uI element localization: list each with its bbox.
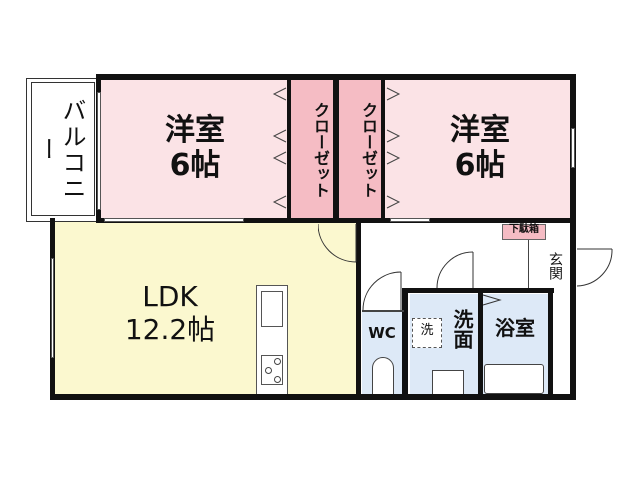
closet-east: [338, 78, 382, 222]
ldk: [54, 222, 358, 396]
toilet-fixture: [372, 357, 394, 395]
utility-space: [552, 294, 572, 396]
closet-west: [290, 78, 334, 222]
wall-ldk-east: [356, 222, 361, 398]
kitchen-sink: [261, 291, 283, 327]
sliding-door-bedroom-west[interactable]: [104, 218, 244, 222]
bedroom-east: [384, 78, 572, 222]
burner-icon: [265, 367, 272, 374]
wall-east: [570, 74, 576, 400]
wall-closet-divider: [333, 74, 339, 222]
closet-east-label: クローゼット: [359, 102, 378, 198]
wall-wet-north: [404, 288, 554, 293]
wall-closet-east-right: [381, 74, 385, 222]
closet-west-label: クローゼット: [311, 102, 330, 198]
door-wc[interactable]: [362, 270, 404, 312]
bedroom-east-size: 6帖: [454, 148, 506, 183]
bedroom-west-type: 洋室: [165, 113, 225, 148]
burner-icon: [274, 376, 281, 383]
ldk-type: LDK: [142, 280, 198, 313]
door-ldk[interactable]: [318, 222, 358, 264]
wall-wc-east: [402, 288, 408, 398]
entrance: [528, 240, 572, 288]
closet-doors-east[interactable]: [385, 80, 403, 220]
wall-bath-east: [548, 288, 553, 398]
bathtub: [484, 364, 544, 394]
shoe-cabinet: [502, 224, 546, 240]
ldk-size: 12.2帖: [124, 313, 216, 346]
toilet-label: WC: [368, 324, 396, 342]
bedroom-west-size: 6帖: [169, 148, 221, 183]
balcony-inner: [31, 82, 95, 216]
window-balcony: [97, 92, 101, 210]
door-bathroom[interactable]: [482, 294, 502, 308]
washer-space: [412, 318, 442, 348]
wall-closet-west-left: [287, 74, 291, 222]
window-ldk-west: [51, 258, 54, 358]
bedroom-east-type: 洋室: [450, 113, 510, 148]
door-entrance[interactable]: [576, 248, 616, 290]
washer-space-label: 洗: [420, 323, 434, 338]
burner-icon: [274, 358, 281, 365]
bedroom-west: [100, 78, 290, 222]
vanity: [432, 370, 464, 396]
sliding-door-bedroom-east[interactable]: [390, 218, 430, 222]
wall-wc-north: [362, 310, 404, 312]
shoe-cabinet-label: 下駄箱: [509, 224, 539, 235]
window-east-bedroom: [571, 128, 575, 168]
wall-south: [50, 394, 576, 400]
entrance-label: 玄関: [547, 252, 563, 280]
bathroom-label: 浴室: [495, 316, 535, 340]
washroom-label: 洗面: [450, 309, 474, 349]
door-washroom[interactable]: [436, 250, 478, 290]
closet-doors-west[interactable]: [270, 80, 288, 220]
balcony-label: バルコニー: [32, 98, 86, 202]
wall-wash-bath: [478, 292, 483, 398]
